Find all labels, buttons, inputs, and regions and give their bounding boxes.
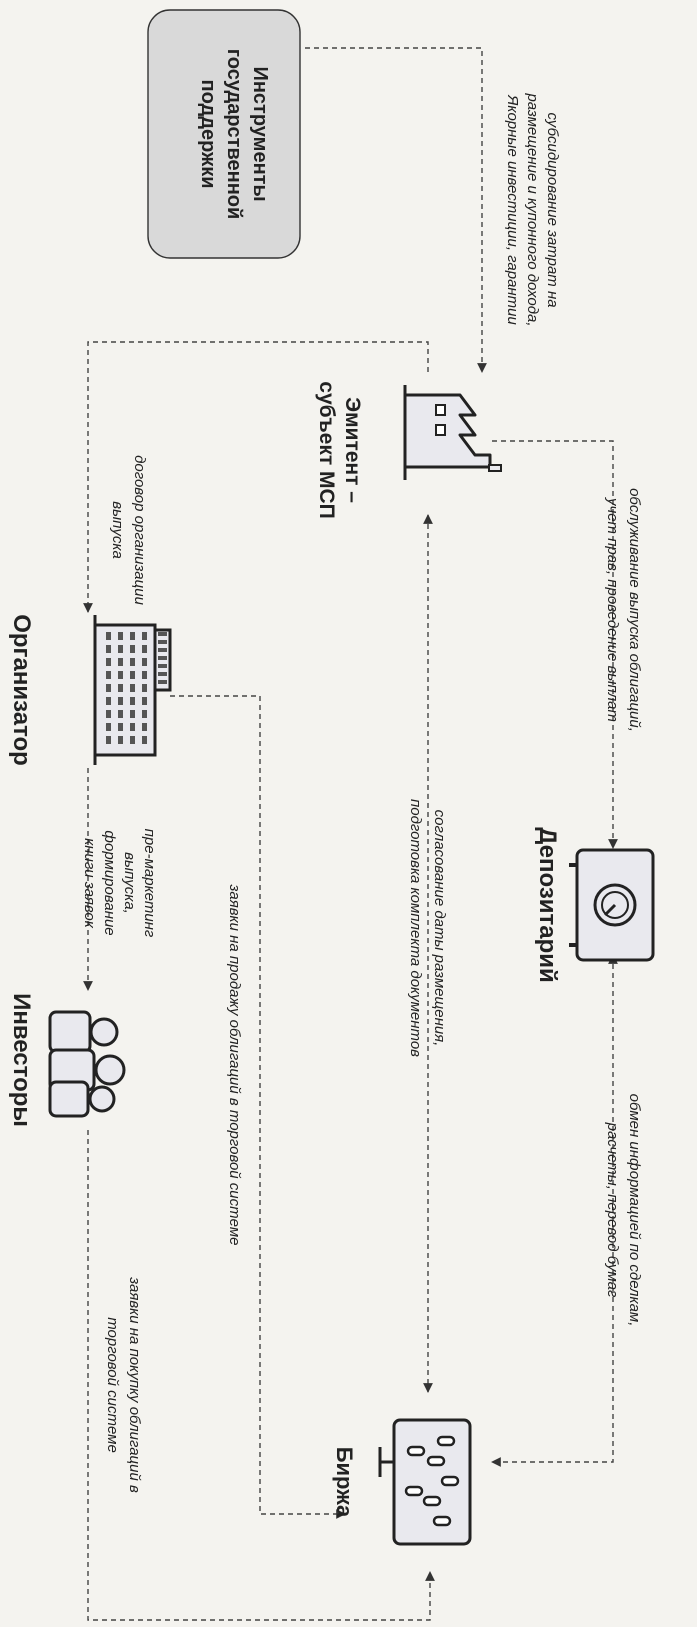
people-icon	[48, 1010, 126, 1118]
edge-investors-exchange	[87, 1130, 435, 1621]
exchange-label: Биржа	[332, 1447, 357, 1518]
emitent-node: Эмитент – субъект МСП	[315, 381, 502, 519]
edge-label-organizer-investors-2: выпуска,	[121, 852, 138, 914]
gov-support-title-2: государственной	[223, 49, 245, 220]
edge-label-emitent-depository-1: обслуживание выпуска облигаций,	[626, 488, 643, 732]
edge-label-emitent-organizer-1: договор организации	[131, 455, 148, 605]
edge-emitent-depository	[492, 440, 618, 849]
edge-label-gov-emitent-1: субсидирование затрат на	[544, 112, 561, 307]
gov-support-node: Инструменты государственной поддержки	[147, 9, 301, 259]
gov-support-title-1: Инструменты	[249, 66, 271, 201]
building-icon	[93, 615, 172, 765]
edge-label-emitent-organizer-2: выпуска	[109, 501, 126, 559]
edge-label-depository-exchange-1: обмен информацией по сделкам,	[626, 1094, 643, 1327]
organizer-node: Организатор	[8, 614, 172, 766]
edge-label-organizer-investors-4: книги заявок	[81, 838, 98, 929]
emitent-label-2: субъект МСП	[315, 381, 338, 518]
edge-gov-emitent	[305, 47, 487, 373]
investors-node: Инвесторы	[8, 993, 126, 1127]
safe-icon	[569, 848, 655, 962]
edge-label-depository-exchange-2: расчеты, перевод бумаг	[604, 1122, 621, 1298]
depository-node: Депозитарий	[534, 827, 655, 983]
edge-label-gov-emitent-2: размещение и купонного дохода,	[524, 92, 541, 326]
edge-label-emitent-depository-2: учет прав, проведение выплат	[604, 497, 621, 722]
edge-label-organizer-investors-3: формирование	[101, 830, 118, 935]
connectors	[83, 47, 618, 1621]
edge-label-organizer-exchange: заявки на продажу облигаций в торговой с…	[226, 884, 243, 1246]
edge-depository-exchange	[491, 954, 618, 1467]
edge-label-emitent-exchange-1: согласование даты размещения,	[431, 810, 448, 1047]
gov-support-title-3: поддержки	[197, 80, 219, 189]
edge-label-investors-exchange-1: заявки на покупку облигаций в	[126, 1276, 143, 1493]
exchange-monitor-icon	[378, 1418, 472, 1546]
exchange-node: Биржа	[332, 1418, 472, 1546]
edge-label-gov-emitent-3: Якорные инвестиции, гарантии	[504, 94, 521, 325]
factory-icon	[403, 385, 502, 480]
investors-label: Инвесторы	[8, 993, 35, 1127]
edge-label-investors-exchange-2: торговой системе	[104, 1317, 121, 1453]
gov-support-box	[147, 9, 301, 259]
edge-label-organizer-investors-1: пре-маркетинг	[141, 829, 158, 938]
edge-organizer-exchange	[170, 695, 346, 1519]
emitent-label-1: Эмитент –	[341, 397, 364, 503]
depository-label: Депозитарий	[534, 827, 561, 983]
organizer-label: Организатор	[8, 614, 35, 766]
edge-label-emitent-exchange-2: подготовка комплекта документов	[407, 799, 424, 1057]
edge-emitent-organizer	[83, 341, 429, 613]
